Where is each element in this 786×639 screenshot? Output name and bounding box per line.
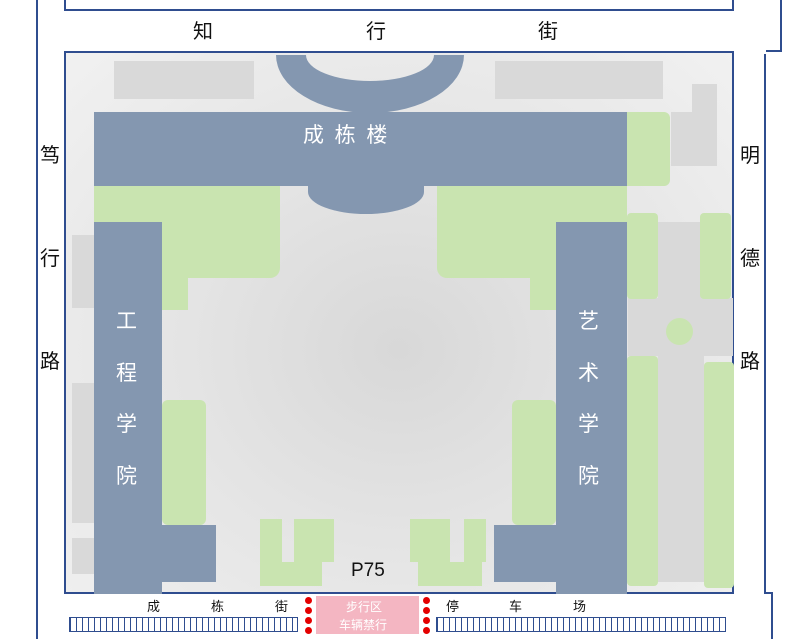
main-building[interactable]: [94, 112, 627, 186]
grey-area-east-3: [658, 222, 704, 582]
arts-label-3: 学: [578, 412, 599, 436]
main-building-label: 成 栋 楼: [303, 123, 390, 147]
street-south-char-3: 街: [275, 600, 289, 615]
pedestrian-zone-line1: 步行区: [346, 600, 383, 614]
bike-rack-east: [436, 617, 726, 632]
street-west-char-2: 行: [40, 246, 60, 270]
grey-area-east-1: [692, 84, 717, 114]
engineering-label-4: 院: [116, 464, 137, 488]
east-boundary-bottom: [771, 592, 773, 639]
parking-lot-char-2: 车: [509, 600, 523, 615]
grass-south-e2: [418, 562, 482, 586]
east-boundary-lower: [764, 54, 766, 594]
north-block-outline: [64, 0, 734, 11]
parking-lot-char-1: 停: [446, 600, 460, 615]
grey-area-ne: [495, 61, 663, 99]
engineering-building-annex: [94, 525, 216, 582]
arts-label-4: 院: [578, 464, 599, 488]
bollard-east-2: [423, 607, 430, 614]
engineering-label-2: 程: [116, 361, 137, 385]
grass-south-e1: [410, 519, 450, 562]
pedestrian-zone: [316, 596, 419, 634]
street-north-char-2: 行: [366, 19, 386, 43]
grey-area-nw: [114, 61, 254, 99]
grass-east-col-1: [627, 213, 658, 299]
street-west-char-3: 路: [40, 349, 60, 373]
grass-east-col-4: [704, 362, 734, 588]
arts-label-1: 艺: [578, 309, 599, 333]
pedestrian-zone-line2: 车辆禁行: [339, 618, 388, 632]
grass-west-inner: [162, 400, 206, 525]
bollard-west-2: [305, 607, 312, 614]
east-boundary: [766, 0, 782, 52]
bollard-west-1: [305, 597, 312, 604]
street-north-char-3: 街: [538, 19, 558, 43]
grass-east-strip-top: [627, 112, 670, 186]
grey-area-west-1: [72, 235, 96, 308]
grass-south-e3: [464, 519, 486, 562]
grass-east-inner: [512, 400, 556, 525]
bollard-east-1: [423, 597, 430, 604]
grass-nw-tail: [160, 270, 188, 310]
bike-rack-west: [69, 617, 298, 632]
grass-south-w2: [282, 562, 322, 586]
engineering-label-3: 学: [116, 412, 137, 436]
street-east-char-2: 德: [740, 246, 760, 270]
street-east-char-1: 明: [740, 143, 760, 167]
grey-area-east-2: [671, 112, 717, 166]
street-west-char-1: 笃: [40, 143, 60, 167]
street-north-char-1: 知: [193, 19, 213, 43]
grass-south-w1: [260, 519, 282, 586]
grass-ne-tail: [530, 270, 558, 310]
grass-east-col-2: [700, 213, 731, 299]
arts-label-2: 术: [578, 361, 599, 385]
main-building-arches: [276, 55, 464, 214]
street-south-char-2: 栋: [211, 600, 225, 615]
parking-lot-char-3: 场: [573, 600, 587, 615]
arts-building-annex: [494, 525, 627, 582]
outer-frame-left: [36, 0, 38, 639]
parking-label: P75: [351, 560, 385, 581]
street-east-char-3: 路: [740, 349, 760, 373]
grass-roundabout: [666, 318, 693, 345]
north-arch: [276, 55, 464, 113]
bollard-west-4: [305, 627, 312, 634]
south-apse: [308, 182, 424, 214]
bollard-east-3: [423, 617, 430, 624]
grass-east-col-3: [627, 356, 658, 586]
grey-area-west-3: [72, 538, 96, 574]
engineering-label-1: 工: [116, 309, 137, 333]
grass-south-w3: [294, 519, 334, 562]
east-boundary-step: [764, 592, 773, 594]
grey-area-west-2: [72, 383, 96, 523]
street-south-char-1: 成: [147, 600, 161, 615]
bollard-west-3: [305, 617, 312, 624]
bollard-east-4: [423, 627, 430, 634]
